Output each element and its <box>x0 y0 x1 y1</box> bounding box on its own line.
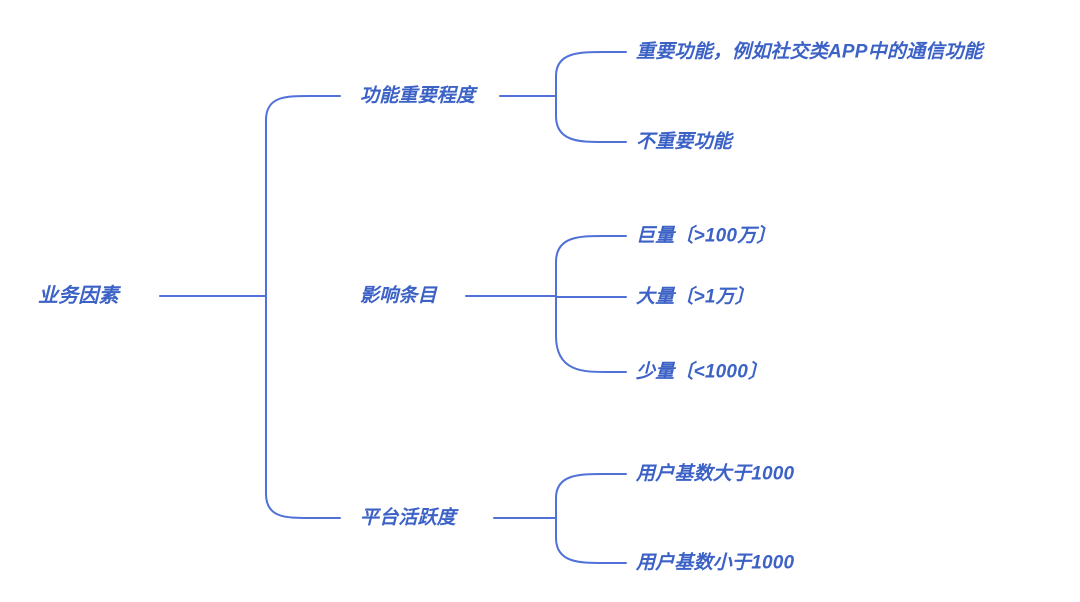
node-branch-2-leaf-1-label[interactable]: 巨量〔>100万〕 <box>636 225 776 247</box>
node-branch-2-label[interactable]: 影响条目 <box>360 285 437 307</box>
node-branch-1-leaf-1-label[interactable]: 重要功能，例如社交类APP中的通信功能 <box>636 41 983 63</box>
node-branch-3-leaf-1-label[interactable]: 用户基数大于1000 <box>636 463 795 485</box>
node-branch-3-leaf-2-label[interactable]: 用户基数小于1000 <box>636 552 795 574</box>
edge-branch-2-to-leaf-1 <box>555 235 627 263</box>
node-branch-2-leaf-3-label[interactable]: 少量〔<1000〕 <box>636 361 768 383</box>
edge-trunk-to-branch-3 <box>265 493 341 519</box>
node-branch-1-label[interactable]: 功能重要程度 <box>360 85 476 107</box>
edge-branch-1-to-leaf-1 <box>555 51 627 77</box>
edge-trunk-to-branch-1 <box>265 95 341 121</box>
edge-branch-3-to-leaf-1 <box>555 473 627 499</box>
node-branch-2-leaf-2-label[interactable]: 大量〔>1万〕 <box>636 286 755 308</box>
edge-branch-2-to-leaf-3 <box>555 335 627 373</box>
edge-branch-1-to-leaf-2 <box>555 115 627 143</box>
node-branch-1-leaf-2-label[interactable]: 不重要功能 <box>636 131 733 153</box>
edge-branch-3-to-leaf-2 <box>555 537 627 564</box>
node-branch-3-label[interactable]: 平台活跃度 <box>360 507 457 529</box>
node-root-label[interactable]: 业务因素 <box>38 285 119 307</box>
